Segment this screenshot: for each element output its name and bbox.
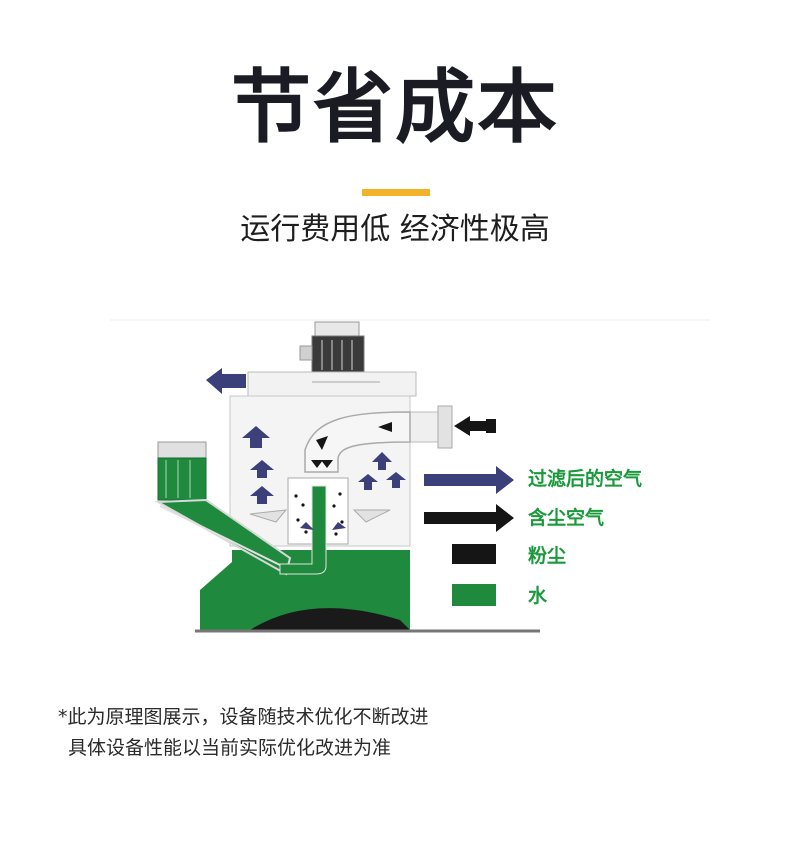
- principle-diagram: [110, 319, 710, 633]
- title-accent-bar: [362, 189, 430, 196]
- footnote-line-2: 具体设备性能以当前实际优化改进为准: [68, 737, 392, 759]
- air-outlet-arrow-icon: [206, 368, 246, 394]
- page-subtitle: 运行费用低 经济性极高: [240, 212, 550, 247]
- page-title: 节省成本: [231, 61, 559, 154]
- legend-label-filtered-air: 过滤后的空气: [528, 468, 643, 490]
- legend-dust-swatch: [452, 544, 496, 564]
- side-motor-icon: [157, 441, 207, 501]
- legend-dusty-air-arrow-icon: [424, 504, 514, 532]
- legend-label-dust: 粉尘: [528, 545, 567, 567]
- top-motor-icon: [299, 321, 365, 375]
- legend-water-swatch: [452, 584, 496, 606]
- legend-label-dusty-air: 含尘空气: [528, 507, 605, 529]
- dusty-air-inlet-arrow-icon: [454, 416, 496, 436]
- legend-filtered-air-arrow-icon: [424, 466, 514, 494]
- footnote-line-1: *此为原理图展示，设备随技术优化不断改进: [58, 706, 429, 728]
- legend-label-water: 水: [528, 585, 548, 607]
